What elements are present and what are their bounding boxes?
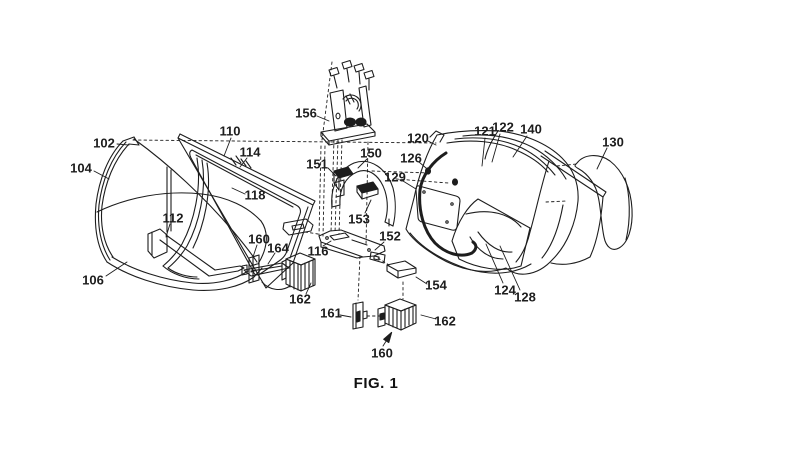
part-label-102: 102 [93,136,115,151]
leader-line-104 [93,170,110,180]
leader-line-116 [322,240,332,247]
part-label-126: 126 [400,151,422,166]
battery-block-left [281,252,316,292]
figure-caption: FIG. 1 [354,375,399,392]
mount-bracket [241,254,290,284]
part-label-151: 151 [306,157,328,172]
leader-line-126 [418,161,427,169]
part-label-104: 104 [70,161,92,176]
part-label-116: 116 [308,244,329,259]
part-label-153: 153 [348,212,370,227]
hinge-assembly [320,59,376,146]
part-label-120: 120 [407,131,429,146]
part-label-112: 112 [163,211,184,226]
part-label-114: 114 [240,145,262,160]
leader-line-120 [427,140,437,146]
leader-line-152 [374,241,385,251]
part-label-152: 152 [379,229,401,244]
part-label-129: 129 [384,170,406,185]
patent-header-sidebar: U.S. Patent Dec. 10, 2013 Sheet 1 of 25 … [685,0,800,450]
part-label-156: 156 [295,106,317,121]
leader-line-122 [491,133,501,163]
part-label-106: 106 [82,273,104,288]
part-label-118: 118 [245,188,266,203]
part-label-162: 162 [434,314,456,329]
part-label-161: 161 [320,306,342,321]
leader-line-140 [512,135,528,158]
leader-line-128 [499,245,521,291]
leader-line-161 [339,314,352,318]
connector-bar [318,229,386,264]
leader-line-151 [327,167,337,177]
part-label-128: 128 [514,290,536,305]
leader-line-102 [116,143,130,146]
leader-line-154 [415,276,428,285]
part-label-164: 164 [267,241,289,256]
leader-line-124 [485,243,504,284]
leader-line-110 [223,137,232,157]
part-label-121: 121 [474,124,496,139]
alignment-dashed-lines [132,61,578,317]
leader-line-150 [357,158,368,169]
part-label-154: 154 [425,278,447,293]
leader-line-112 [165,223,171,238]
part-label-130: 130 [602,135,624,150]
leader-line-106 [105,261,128,277]
leader-line-162 [305,282,312,295]
small-plate [352,301,368,330]
wedge-part [386,260,417,279]
leader-line-118 [231,187,246,195]
arched-bracket [331,161,396,227]
leader-line-164 [267,252,276,265]
hinge-screws [328,59,375,91]
leader-line-160 [252,244,258,258]
leader-line-130 [596,147,608,170]
leader-line-129 [402,180,417,190]
part-label-110: 110 [220,124,241,139]
part-label-122: 122 [492,120,514,135]
part-label-150: 150 [360,146,382,161]
battery-block-right [377,298,417,331]
leader-line-114 [239,157,248,168]
part-label-124: 124 [494,283,516,298]
part-label-160: 160 [248,232,270,247]
display-frame [177,133,316,291]
leader-line-121 [481,137,486,167]
rear-shell-assembly [405,130,607,275]
leader-line-153 [364,199,372,214]
part-label-160: 160 [371,346,393,361]
leader-line-162 [420,314,437,320]
front-visor-assembly [94,136,267,291]
part-label-140: 140 [520,122,542,137]
head-pad [574,155,633,250]
part-label-162: 162 [289,292,311,307]
leader-line-156 [316,115,330,122]
leader-arrowhead-160 [383,331,393,344]
